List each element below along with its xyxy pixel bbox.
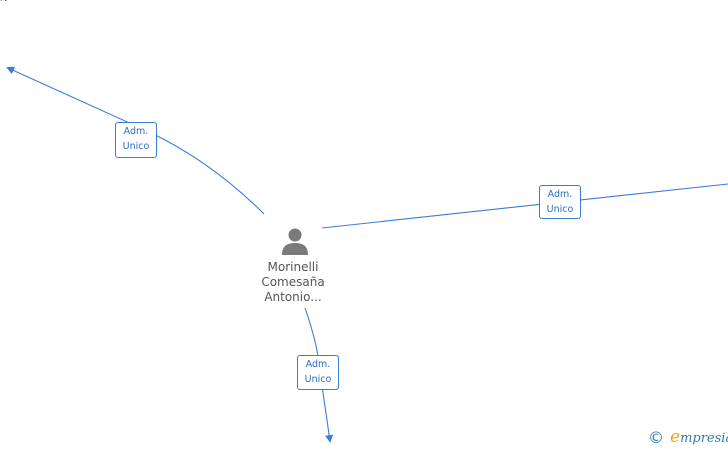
edge-label-line1: Adm. [305,359,331,370]
edge-label-bottom[interactable]: Adm. Unico [297,355,339,390]
edge-label-line1: Adm. [123,126,149,137]
brand-name: empresia [670,428,728,448]
person-name-line3: Antonio... [264,290,322,304]
edge-label-line2: Unico [546,204,574,215]
person-name-line1: Morinelli [267,260,319,274]
edge-label-line1: Adm. [547,189,573,200]
brand-initial: e [670,427,681,447]
brand-rest: mpresia [680,431,728,446]
copyright-icon: © [648,428,664,447]
person-name[interactable]: Morinelli Comesaña Antonio... [238,260,348,305]
edge-line-right[interactable] [321,183,728,229]
edge-label-line2: Unico [304,374,332,385]
person-icon[interactable] [280,226,310,256]
brand-logo[interactable]: © empresia [648,428,728,448]
edge-label-line2: Unico [122,141,150,152]
corner-text: N [0,0,7,4]
person-name-line2: Comesaña [261,275,325,289]
edge-label-top-left[interactable]: Adm. Unico [115,122,157,158]
edge-label-right[interactable]: Adm. Unico [539,185,581,219]
